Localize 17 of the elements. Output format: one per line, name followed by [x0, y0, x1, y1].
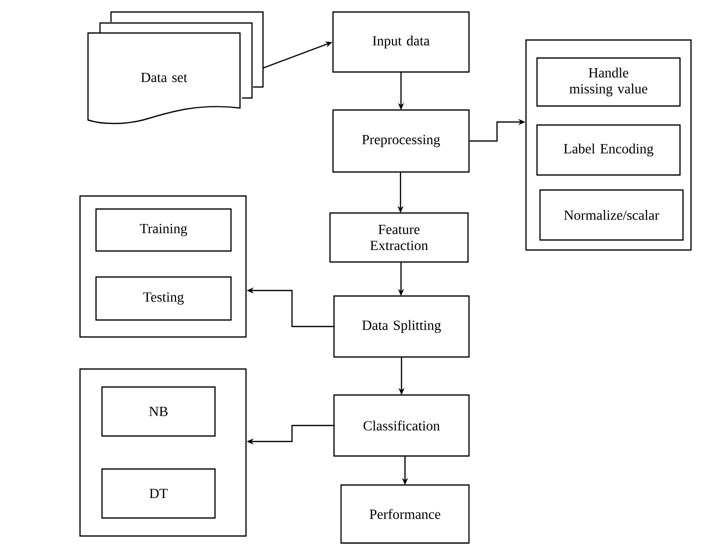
process-box: DT: [101, 468, 216, 519]
process-box: Input data: [332, 11, 470, 73]
process-box: NB: [101, 386, 216, 437]
process-box: Performance: [340, 484, 470, 544]
process-box: Normalize/scalar: [539, 189, 684, 241]
process-box: Classification: [333, 394, 470, 457]
process-box: Feature Extraction: [329, 212, 469, 263]
process-box: Preprocessing: [332, 109, 470, 173]
process-box: Data Splitting: [333, 295, 470, 358]
process-box: Training: [95, 208, 232, 252]
process-box: Handle missing value: [536, 57, 681, 107]
process-box: Testing: [95, 276, 232, 321]
group-box: [525, 39, 692, 251]
group-box: [79, 195, 247, 338]
document-stack: Data set: [87, 11, 264, 124]
group-box: [79, 368, 247, 537]
process-box: Label Encoding: [536, 124, 681, 176]
